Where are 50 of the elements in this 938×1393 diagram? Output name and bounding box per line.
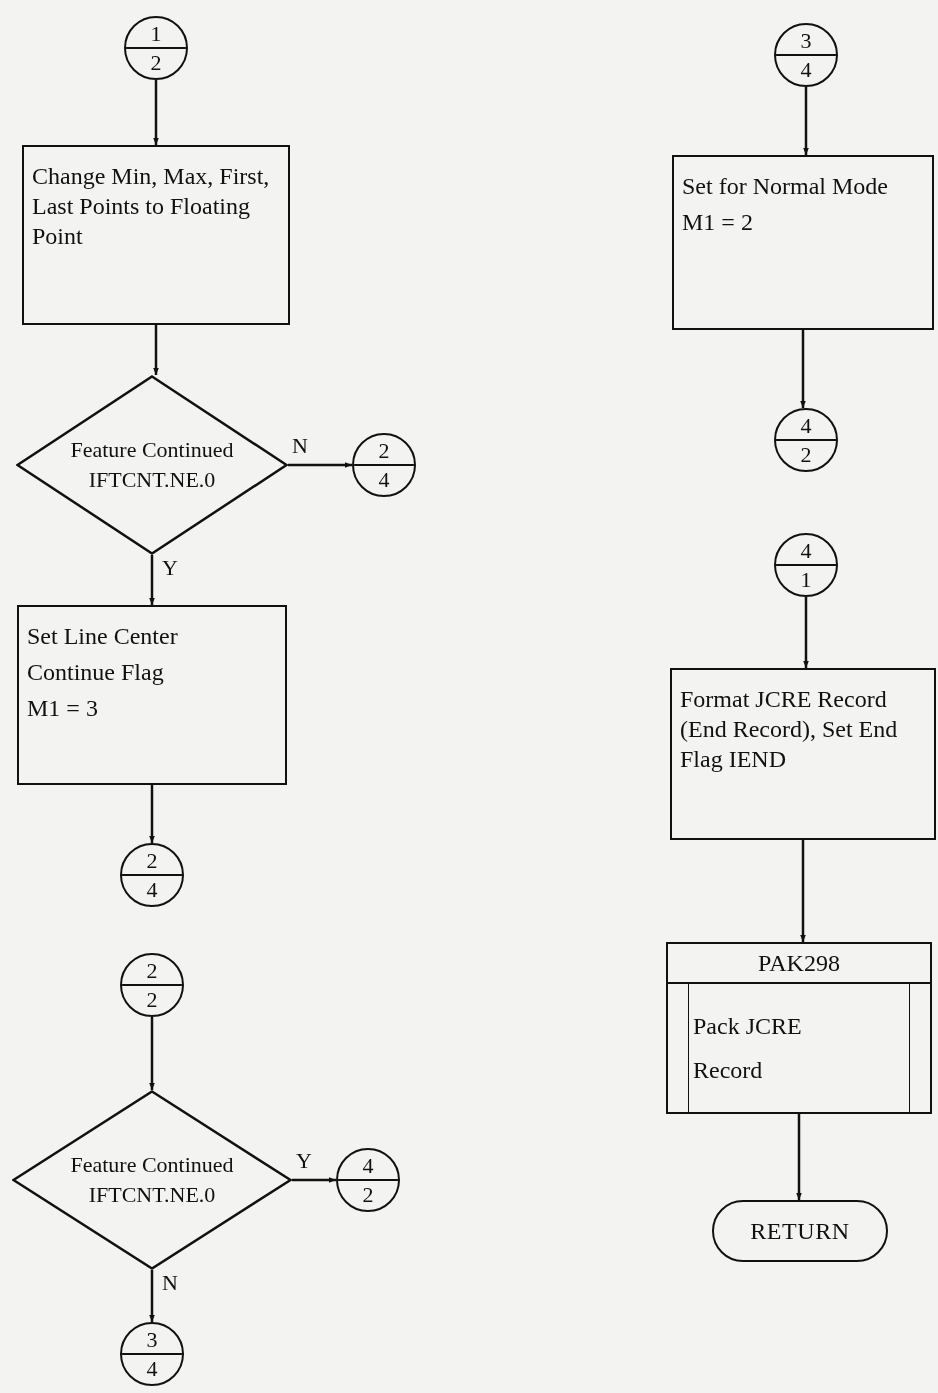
- arrow: [149, 785, 155, 843]
- arrow: [153, 325, 159, 375]
- page-number: 2: [146, 960, 158, 984]
- block-number: 2: [150, 49, 162, 74]
- block-number: 4: [146, 876, 158, 901]
- arrow: [149, 1270, 155, 1322]
- predefined-process-box: [666, 942, 932, 1114]
- process-text: M1 = 3: [27, 694, 99, 723]
- block-number: 4: [800, 56, 812, 81]
- page-number: 2: [378, 440, 390, 464]
- arrow: [803, 597, 809, 668]
- process-box: [22, 145, 290, 325]
- arrow: [153, 80, 159, 145]
- page-number: 4: [800, 540, 812, 564]
- decision-diamond: [16, 375, 288, 555]
- process-box: [672, 155, 934, 330]
- block-number: 2: [800, 441, 812, 466]
- process-text: Change Min, Max, First, Last Points to Floating Point: [32, 162, 271, 251]
- terminal-text: RETURN: [750, 1219, 850, 1243]
- process-box: [670, 668, 936, 840]
- process-text: M1 = 2: [682, 208, 754, 237]
- process-text: Set Line Center: [27, 622, 179, 651]
- page-number: 4: [362, 1155, 374, 1179]
- arrow: [803, 87, 809, 155]
- arrow: [288, 462, 352, 468]
- process-text: Format JCRE Record (End Record), Set End Flag IEND: [680, 685, 899, 774]
- arrow: [149, 555, 155, 605]
- block-number: 1: [800, 566, 812, 591]
- decision-text: Feature Continued IFTCNT.NE.0: [69, 436, 235, 494]
- page-number: 4: [800, 415, 812, 439]
- decision-text: Feature Continued IFTCNT.NE.0: [69, 1151, 235, 1209]
- block-number: 4: [146, 1355, 158, 1380]
- arrow: [800, 330, 806, 408]
- arrow: [800, 840, 806, 942]
- arrow: [292, 1177, 336, 1183]
- process-text: Continue Flag: [27, 658, 165, 687]
- page-number: 1: [150, 23, 162, 47]
- block-number: 4: [378, 466, 390, 491]
- decision-diamond: [12, 1090, 292, 1270]
- page-number: 3: [800, 30, 812, 54]
- arrow: [796, 1114, 802, 1200]
- block-number: 2: [362, 1181, 374, 1206]
- block-number: 2: [146, 986, 158, 1011]
- process-text: Pack JCRE Record: [693, 1012, 803, 1085]
- page-number: 2: [146, 850, 158, 874]
- process-box: [17, 605, 287, 785]
- process-text: Set for Normal Mode: [682, 172, 889, 201]
- arrow: [149, 1017, 155, 1090]
- page-number: 3: [146, 1329, 158, 1353]
- subroutine-name: PAK298: [758, 951, 840, 975]
